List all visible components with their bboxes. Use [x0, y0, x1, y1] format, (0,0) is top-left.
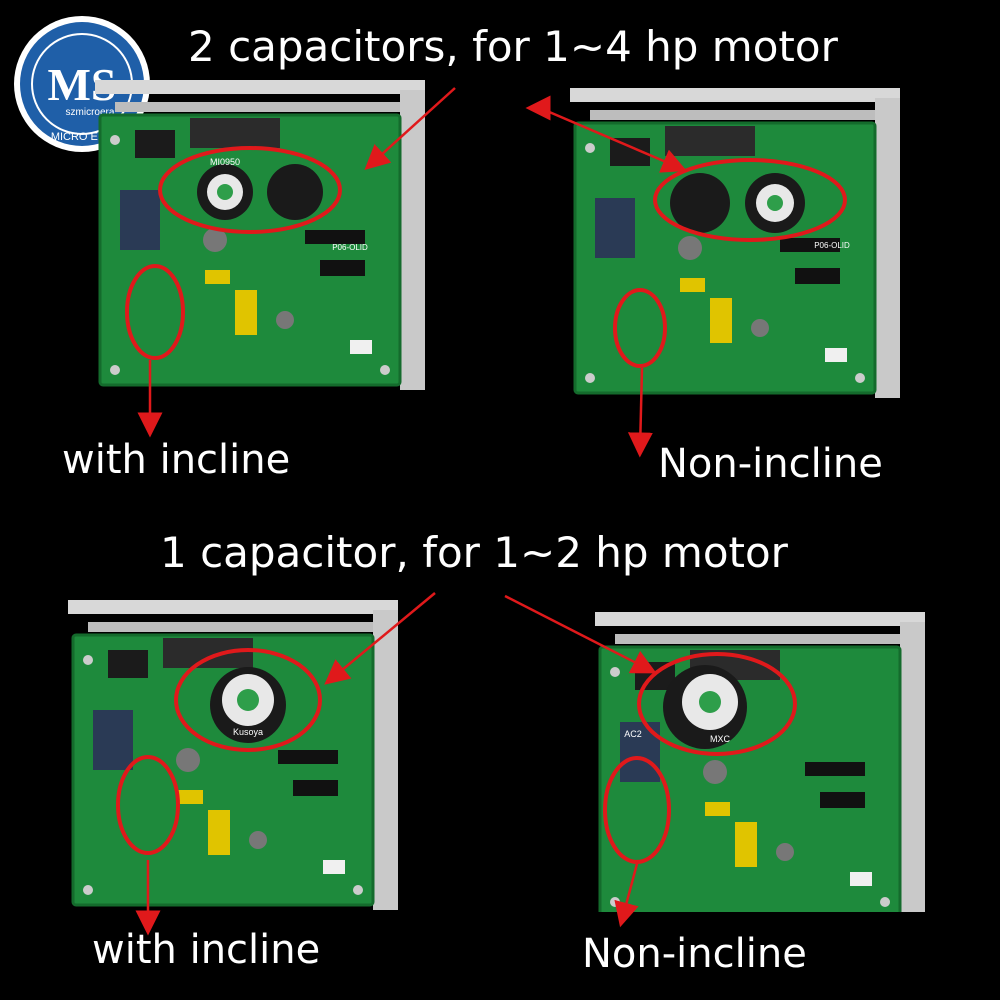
arrow-non-incline-bottom	[614, 859, 640, 928]
label-non-incline-top: Non-incline	[658, 441, 883, 487]
arrow-bottom-to-right-cap	[504, 594, 657, 674]
highlight-capacitor	[637, 652, 797, 756]
svg-text:MI0950: MI0950	[210, 157, 240, 167]
svg-text:MXC: MXC	[710, 734, 731, 744]
svg-text:Kusoya: Kusoya	[233, 727, 263, 737]
logo-line2: MICRO ERA	[51, 131, 114, 143]
heading-two-capacitors: 2 capacitors, for 1~4 hp motor	[188, 22, 838, 71]
svg-text:P06-OLID: P06-OLID	[332, 243, 368, 252]
svg-text:P06-OLID: P06-OLID	[814, 241, 850, 250]
arrow-top-to-left-caps	[364, 87, 456, 171]
arrow-top-to-right-caps	[539, 106, 687, 173]
svg-text:AC2: AC2	[624, 729, 642, 739]
label-non-incline-bottom: Non-incline	[582, 931, 807, 977]
highlight-capacitors	[158, 146, 342, 234]
capacitor-1	[670, 173, 730, 233]
heading-one-capacitor: 1 capacitor, for 1~2 hp motor	[160, 528, 788, 577]
highlight-no-relays	[613, 288, 667, 368]
highlight-relays	[116, 755, 180, 855]
logo-line1: szmicroera	[66, 107, 115, 118]
label-with-incline-bottom: with incline	[92, 927, 321, 973]
highlight-relays	[125, 264, 185, 360]
photo-top-left-board: MI0950 P06-OLID	[95, 80, 455, 410]
label-with-incline-top: with incline	[62, 437, 291, 483]
photo-bottom-left-board: Kusoya	[68, 600, 428, 920]
arrow-bottom-to-left-cap	[324, 592, 436, 685]
arrow-non-incline-top	[627, 367, 653, 458]
highlight-capacitors	[653, 158, 847, 242]
photo-bottom-right-board: MXC AC2	[595, 612, 955, 912]
capacitor-2	[267, 164, 323, 220]
highlight-capacitor	[174, 648, 322, 752]
photo-top-right-board: P06-OLID	[570, 88, 930, 418]
